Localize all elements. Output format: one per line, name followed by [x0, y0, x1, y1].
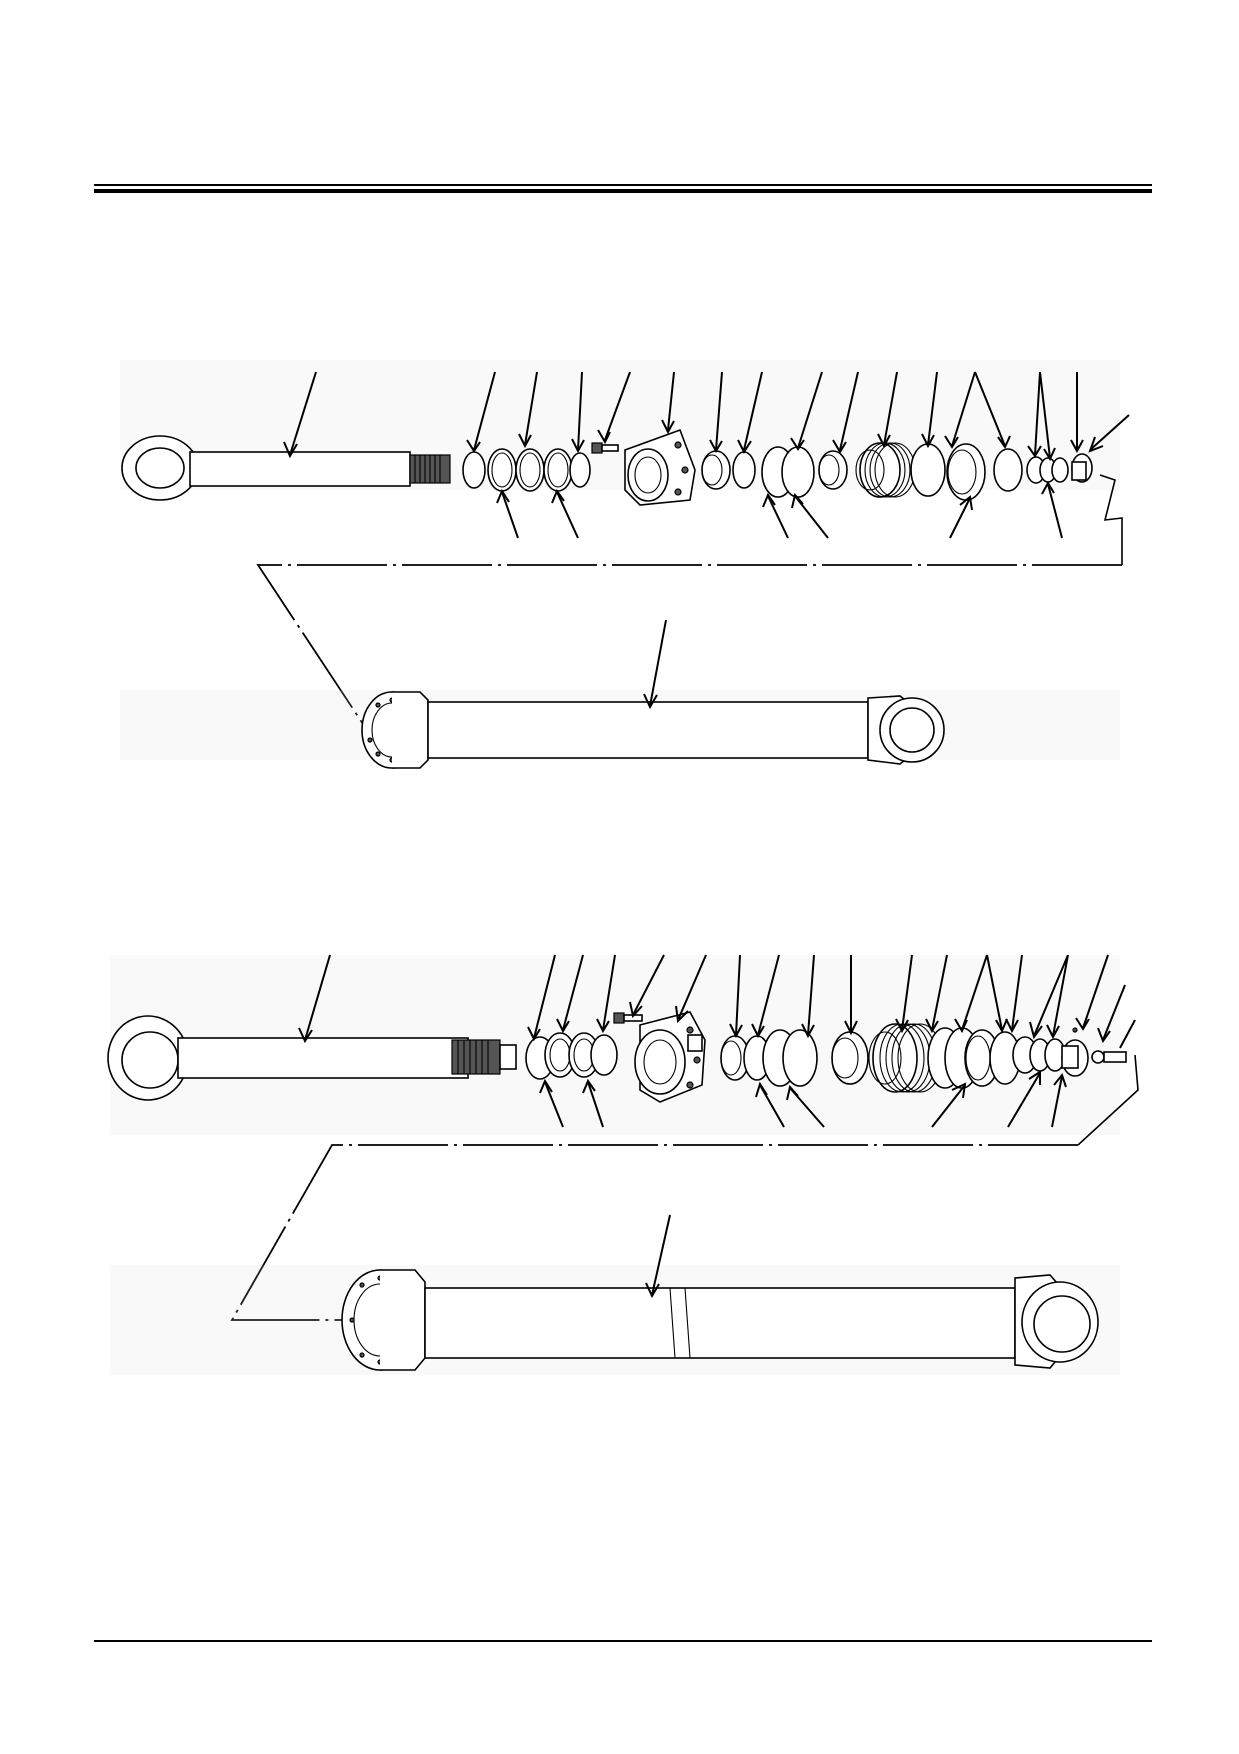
- lock-pin: [1091, 1050, 1127, 1064]
- rod-cover: [624, 428, 696, 506]
- connection-line: [230, 1144, 1078, 1321]
- seal-ring: [782, 1029, 818, 1087]
- cylinder-tube: [110, 1214, 1120, 1375]
- footer-rule: [94, 1640, 1152, 1642]
- seal-ring: [590, 1034, 618, 1076]
- seal-ring: [515, 448, 545, 492]
- nut: [1071, 453, 1093, 483]
- bolt: [613, 1012, 643, 1024]
- seal-ring: [993, 448, 1023, 492]
- header-rule-thin: [94, 184, 1152, 186]
- bushing: [831, 1031, 869, 1085]
- piston-rod: [107, 1015, 517, 1101]
- piston-rod: [121, 435, 451, 501]
- nut: [1061, 1027, 1089, 1077]
- seal-ring: [569, 452, 591, 488]
- header-rule-thick: [94, 189, 1152, 193]
- seal-ring: [544, 1032, 576, 1078]
- piston: [855, 442, 916, 498]
- break-line: [1099, 474, 1123, 565]
- seal-ring: [1051, 457, 1069, 483]
- leader-lines: [298, 954, 1136, 1128]
- bushing: [818, 450, 848, 490]
- leader-lines: [283, 371, 1130, 539]
- bolt: [591, 442, 619, 454]
- break-line: [1077, 1054, 1139, 1146]
- cylinder-tube: [120, 619, 1120, 769]
- rod-cover: [634, 1011, 706, 1103]
